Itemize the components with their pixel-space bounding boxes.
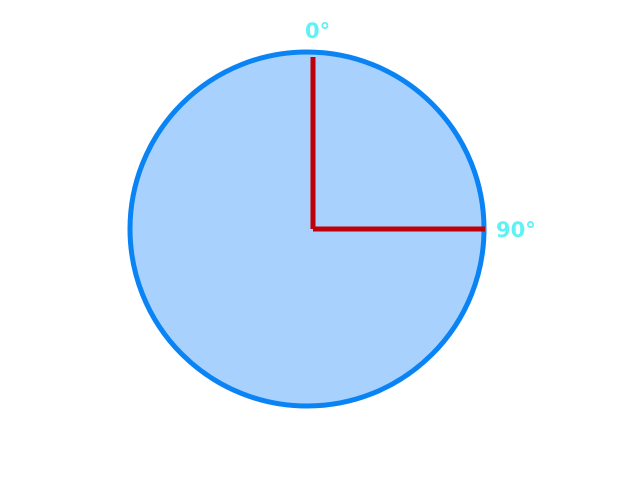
label-90-degrees: 90°	[496, 218, 536, 242]
label-0-degrees: 0°	[305, 19, 330, 43]
